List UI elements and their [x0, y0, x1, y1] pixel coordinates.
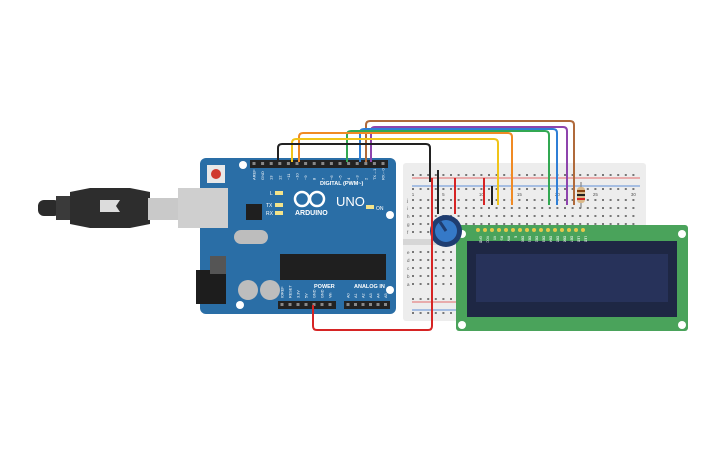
analog-pin-label: A2: [362, 293, 366, 298]
breadboard-row-label: e: [407, 250, 410, 255]
reset-button[interactable]: [211, 169, 221, 179]
power-label: POWER: [314, 284, 335, 290]
lcd-pin-label: DB2: [534, 236, 538, 242]
breadboard-col-label: 10: [479, 192, 485, 197]
lcd-pin-label: DB0: [520, 236, 524, 242]
digital-pin-label: 12: [277, 175, 282, 180]
breadboard-row-label: d: [407, 258, 410, 263]
arduino-board: ARDUINO UNO DIGITAL (PWM~) POWER ANALOG …: [178, 158, 396, 314]
digital-pin-label: ~10: [295, 172, 300, 180]
lcd-pin-label: RS: [499, 236, 503, 240]
lcd-screen: [476, 254, 668, 302]
analog-pin-label: A0: [347, 293, 351, 298]
lcd-pin-label: LED: [583, 236, 587, 243]
breadboard-row-label: b: [407, 274, 410, 279]
breadboard-row-label: i: [407, 206, 408, 211]
breadboard-col-label: 5: [442, 192, 445, 197]
power-pin-label: GND: [321, 289, 325, 298]
lcd-pin-label: DB1: [527, 236, 531, 242]
digital-pin-label: 2: [363, 177, 368, 180]
wire-red-bottom: [312, 178, 433, 331]
breadboard-row-label: a: [407, 282, 410, 287]
lcd-pin-label: DB4: [548, 236, 552, 242]
breadboard-row-label: g: [407, 222, 410, 227]
digital-pin-label: ~11: [286, 173, 291, 180]
breadboard-col-label: 30: [631, 192, 637, 197]
power-pin-label: IOREF: [281, 286, 285, 298]
analog-pin-label: A1: [354, 293, 358, 298]
analog-header: [344, 301, 390, 309]
breadboard-row-label: f: [407, 230, 409, 235]
digital-header: [250, 160, 388, 168]
breadboard-col-label: 25: [593, 192, 599, 197]
digital-pin-label: ~9: [303, 175, 308, 180]
tx-label: TX: [266, 203, 273, 209]
digital-pin-label: TX→1: [372, 168, 377, 180]
lcd-pin-label: DB6: [562, 236, 566, 242]
analog-pin-label: A3: [369, 293, 373, 298]
wire-yellow: [291, 138, 499, 205]
model-label: UNO: [336, 194, 365, 209]
on-label: ON: [376, 206, 384, 212]
resistor: [577, 182, 585, 208]
lcd-pin-label: DB3: [541, 236, 545, 242]
analog-label: ANALOG IN: [354, 284, 385, 290]
potentiometer[interactable]: [430, 215, 462, 247]
lcd-pin-label: E: [513, 236, 517, 238]
rx-label: RX: [266, 211, 274, 217]
wires: [277, 120, 575, 331]
digital-label: DIGITAL (PWM~): [320, 181, 364, 187]
arduino-logo: [293, 190, 326, 208]
analog-pin-label: A5: [384, 293, 388, 298]
power-pin-label: GND: [313, 289, 317, 298]
digital-pin-label: RX←0: [381, 167, 386, 180]
digital-pin-label: 8: [312, 177, 317, 180]
power-pin-label: RESET: [289, 285, 293, 298]
wire-black-top: [277, 143, 431, 182]
breadboard-row-label: h: [407, 214, 410, 219]
lcd-pin-label: DB5: [555, 236, 559, 242]
digital-pin-label: ~5: [338, 175, 343, 180]
lcd-pin-label: VCC: [485, 236, 489, 243]
breadboard-row-label: j: [406, 198, 408, 203]
l-label: L: [270, 191, 273, 197]
lcd-pin-label: DB7: [569, 236, 573, 242]
analog-pin-label: A4: [377, 293, 381, 298]
breadboard-col-label: 15: [517, 192, 523, 197]
wire-brown: [365, 120, 575, 205]
digital-pin-label: AREF: [252, 169, 257, 180]
digital-pin-label: 7: [320, 177, 325, 180]
digital-pin-label: ~6: [329, 175, 334, 180]
digital-pin-label: ~3: [355, 175, 360, 180]
wire-orange: [298, 132, 513, 205]
power-pin-label: 5V: [305, 293, 309, 298]
power-pin-label: Vin: [329, 293, 333, 298]
breadboard-col-label: 1: [412, 192, 415, 197]
lcd-pin-label: LED: [576, 236, 580, 243]
digital-pin-label: GND: [260, 171, 265, 180]
power-pin-label: 3.3V: [297, 290, 301, 298]
atmega-chip: [280, 254, 386, 280]
digital-pin-label: 13: [269, 175, 274, 180]
lcd-pin-label: V0: [492, 236, 496, 240]
digital-pin-label: 4: [346, 177, 351, 180]
brand-label: ARDUINO: [295, 210, 328, 217]
breadboard-row-label: c: [407, 266, 410, 271]
lcd-pin-label: GND: [478, 236, 482, 244]
lcd-pin-label: RW: [506, 236, 510, 241]
